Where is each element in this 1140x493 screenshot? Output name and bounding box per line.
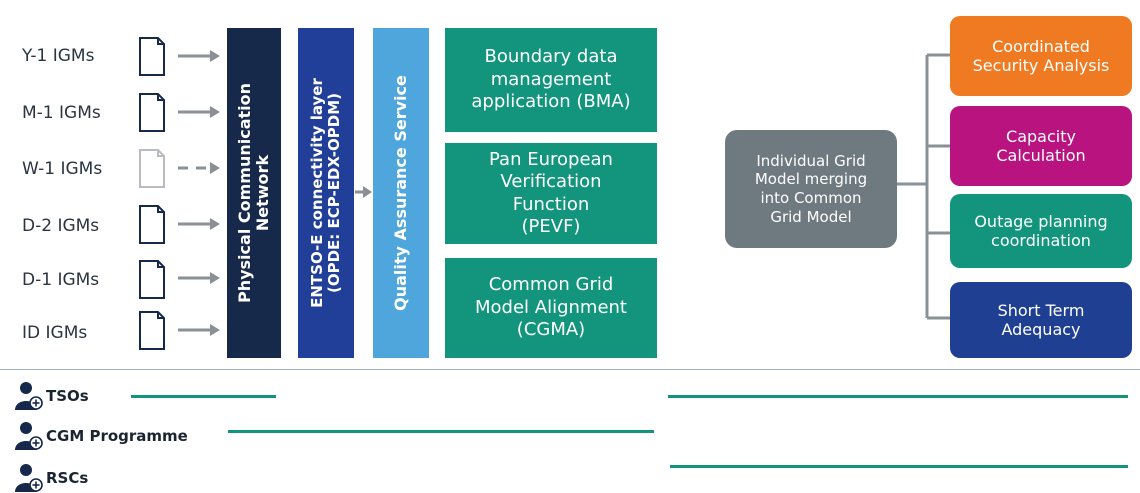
pevf-line: Function bbox=[512, 193, 590, 215]
document-icon-muted bbox=[139, 149, 165, 188]
outage-planning-box: Outage planning coordination bbox=[950, 194, 1132, 268]
role-label-rscs: RSCs bbox=[46, 469, 89, 487]
cgm-programme-timeline bbox=[228, 430, 654, 433]
role-cgm-programme: CGM Programme bbox=[14, 421, 188, 451]
connectivity-layer: ENTSO-E connectivity layer (OPDE: ECP-ED… bbox=[298, 28, 354, 358]
igm-label-d1: D-1 IGMs bbox=[22, 270, 100, 290]
output-line: Outage planning bbox=[974, 211, 1108, 231]
physical-network-label-line1: Physical Communication bbox=[235, 82, 255, 304]
merging-line: Grid Model bbox=[770, 207, 852, 226]
rscs-timeline bbox=[670, 465, 1128, 468]
pevf-box: Pan European Verification Function (PEVF… bbox=[445, 143, 657, 244]
cgma-line: Model Alignment bbox=[475, 296, 627, 318]
bma-box: Boundary data management application (BM… bbox=[445, 28, 657, 132]
document-icon bbox=[139, 93, 165, 132]
cgma-line: Common Grid bbox=[488, 274, 614, 296]
bma-line: Boundary data bbox=[484, 46, 618, 68]
physical-network-label-line2: Network bbox=[253, 154, 272, 232]
role-label-tsos: TSOs bbox=[46, 387, 89, 405]
cgma-box: Common Grid Model Alignment (CGMA) bbox=[445, 258, 657, 358]
igm-merging-box: Individual Grid Model merging into Commo… bbox=[725, 130, 897, 248]
tree-connector bbox=[895, 53, 953, 320]
pevf-line: Verification bbox=[500, 171, 602, 192]
bma-line: management bbox=[490, 68, 612, 90]
output-line: Capacity bbox=[1006, 126, 1076, 146]
capacity-calculation-box: Capacity Calculation bbox=[950, 106, 1132, 186]
bma-line: application (BMA) bbox=[471, 91, 631, 113]
short-term-adequacy-box: Short Term Adequacy bbox=[950, 282, 1132, 358]
role-tsos: TSOs bbox=[14, 381, 89, 411]
arrow-right-icon bbox=[178, 272, 220, 284]
role-label-cgm-programme: CGM Programme bbox=[46, 427, 188, 445]
dashed-arrow-right-icon bbox=[178, 162, 220, 174]
user-plus-icon bbox=[15, 422, 43, 450]
arrow-right-icon bbox=[355, 186, 372, 198]
document-icon bbox=[139, 205, 165, 244]
document-icon bbox=[139, 37, 165, 76]
output-line: Short Term bbox=[997, 300, 1085, 320]
arrow-right-icon bbox=[178, 106, 220, 118]
tsos-timeline-right bbox=[668, 395, 1128, 398]
arrow-right-icon bbox=[178, 324, 220, 336]
document-icon bbox=[139, 311, 165, 350]
output-line: Adequacy bbox=[1001, 320, 1081, 339]
pevf-line: Pan European bbox=[489, 148, 613, 170]
tsos-timeline-left bbox=[131, 395, 276, 398]
igm-label-id: ID IGMs bbox=[22, 323, 88, 343]
role-rscs: RSCs bbox=[14, 463, 88, 493]
igm-label-m1: M-1 IGMs bbox=[22, 103, 101, 123]
physical-network-layer: Physical Communication Network bbox=[227, 28, 281, 358]
igm-label-d2: D-2 IGMs bbox=[22, 216, 100, 236]
merging-line: Model merging bbox=[754, 170, 868, 189]
pevf-line: (PEVF) bbox=[521, 216, 581, 237]
user-plus-icon bbox=[15, 382, 43, 410]
connectivity-label-line2: (OPDE: ECP-EDX-OPDM) bbox=[325, 93, 343, 293]
separator-line bbox=[0, 369, 1140, 370]
arrow-right-icon bbox=[178, 218, 220, 230]
arrow-right-icon bbox=[178, 50, 220, 62]
output-line: Security Analysis bbox=[972, 56, 1110, 75]
quality-assurance-label: Quality Assurance Service bbox=[391, 75, 411, 311]
cgma-line: (CGMA) bbox=[516, 319, 586, 341]
igm-label-y1: Y-1 IGMs bbox=[22, 46, 95, 66]
output-line: coordination bbox=[991, 231, 1091, 250]
merging-line: Individual Grid bbox=[756, 151, 866, 170]
igm-label-w1: W-1 IGMs bbox=[22, 159, 103, 179]
quality-assurance-layer: Quality Assurance Service bbox=[373, 28, 429, 358]
document-icon bbox=[139, 260, 165, 299]
merging-line: into Common bbox=[760, 189, 862, 207]
output-line: Coordinated bbox=[992, 36, 1090, 56]
user-plus-icon bbox=[15, 464, 43, 492]
connectivity-label-line1: ENTSO-E connectivity layer bbox=[308, 78, 327, 308]
coordinated-security-analysis-box: Coordinated Security Analysis bbox=[950, 16, 1132, 96]
output-line: Calculation bbox=[996, 146, 1086, 165]
